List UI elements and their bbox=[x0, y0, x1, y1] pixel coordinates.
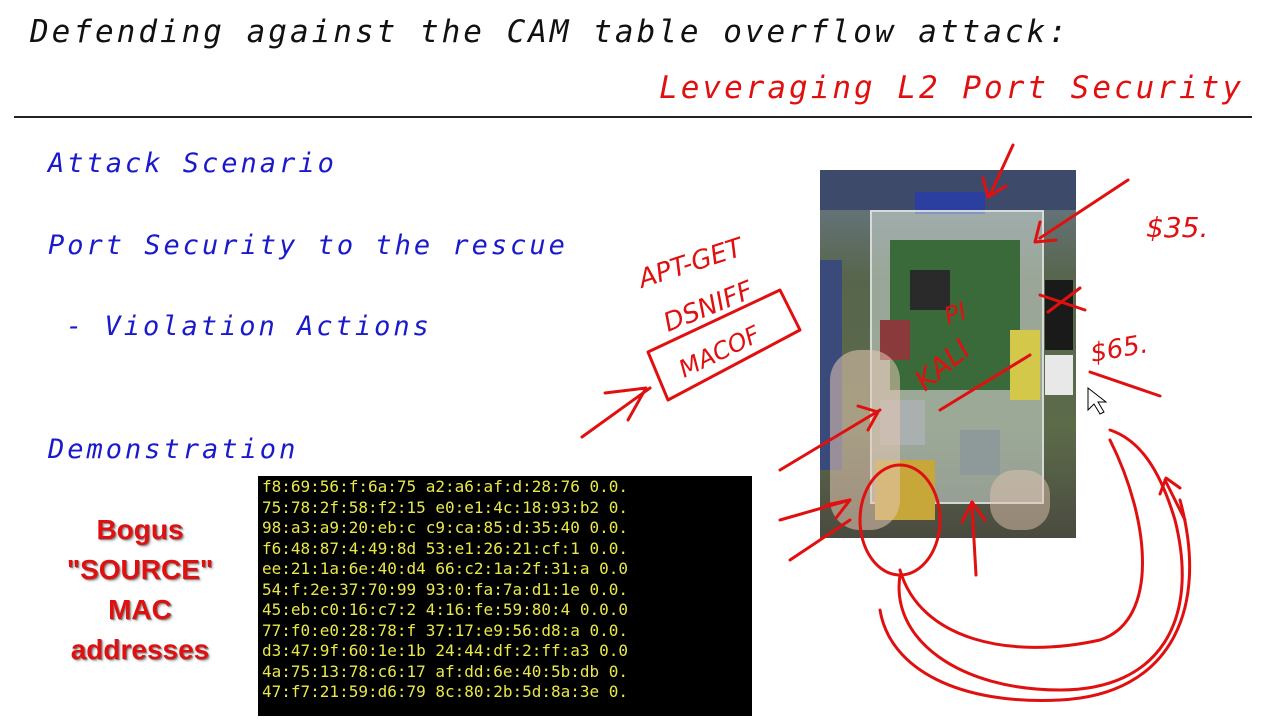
terminal-line: ee:21:1a:6e:40:d4 66:c2:1a:2f:31:a 0.0 bbox=[262, 559, 629, 578]
title-divider bbox=[14, 116, 1252, 118]
price-65-label: $65. bbox=[1088, 329, 1150, 369]
price-35-label: $35. bbox=[1146, 211, 1208, 244]
terminal-line: 47:f7:21:59:d6:79 8c:80:2b:5d:8a:3e 0. bbox=[262, 682, 629, 701]
terminal-line: 45:eb:c0:16:c7:2 4:16:fe:59:80:4 0.0.0 bbox=[262, 600, 629, 619]
raspberry-pi-photo bbox=[820, 170, 1076, 538]
arrow-head bbox=[1158, 476, 1182, 496]
outline-item-attack-scenario: Attack Scenario bbox=[48, 148, 337, 179]
terminal-line: 77:f0:e0:28:78:f 37:17:e9:56:d8:a 0.0. bbox=[262, 620, 629, 640]
terminal-line: 75:78:2f:58:f2:15 e0:e1:4c:18:93:b2 0. bbox=[262, 497, 629, 517]
arrow-stroke bbox=[1088, 370, 1162, 398]
dsniff-label: DSNIFF bbox=[659, 275, 758, 338]
slide-title: Defending against the CAM table overflow… bbox=[30, 14, 1070, 50]
terminal-line: 98:a3:a9:20:eb:c c9:ca:85:d:35:40 0.0. bbox=[262, 518, 629, 537]
terminal-output: f8:69:56:f:6a:75 a2:a6:af:d:28:76 0.0. 7… bbox=[258, 476, 752, 716]
apt-get-label: APT-GET bbox=[633, 232, 748, 295]
terminal-line: 4a:75:13:78:c6:17 af:dd:6e:40:5b:db 0. bbox=[262, 661, 629, 681]
callout-line: "SOURCE" bbox=[66, 554, 214, 585]
outline-item-port-security: Port Security to the rescue bbox=[48, 230, 568, 261]
terminal-line: f8:69:56:f:6a:75 a2:a6:af:d:28:76 0.0. bbox=[262, 477, 629, 496]
outline-item-violation-actions: - Violation Actions bbox=[66, 311, 432, 342]
macof-label: MACOF bbox=[674, 320, 765, 384]
terminal-line: 54:f:2e:37:70:99 93:0:fa:7a:d1:1e 0.0. bbox=[262, 579, 629, 599]
arrow-stroke bbox=[580, 386, 652, 439]
outline-item-demonstration: Demonstration bbox=[48, 434, 299, 465]
callout-line: MAC bbox=[108, 594, 172, 625]
callout-line: Bogus bbox=[96, 514, 184, 545]
slide-subtitle: Leveraging L2 Port Security bbox=[659, 70, 1244, 106]
terminal-line: f6:48:87:4:49:8d 53:e1:26:21:cf:1 0.0. bbox=[262, 538, 629, 558]
terminal-line: d3:47:9f:60:1e:1b 24:44:df:2:ff:a3 0.0 bbox=[262, 641, 629, 660]
macof-box bbox=[646, 288, 802, 402]
arrow-head bbox=[603, 386, 648, 422]
cursor-icon bbox=[1087, 386, 1108, 415]
arrow-stroke bbox=[1163, 478, 1187, 522]
callout-line: addresses bbox=[70, 634, 210, 665]
bogus-mac-callout: Bogus "SOURCE" MAC addresses bbox=[40, 510, 240, 670]
